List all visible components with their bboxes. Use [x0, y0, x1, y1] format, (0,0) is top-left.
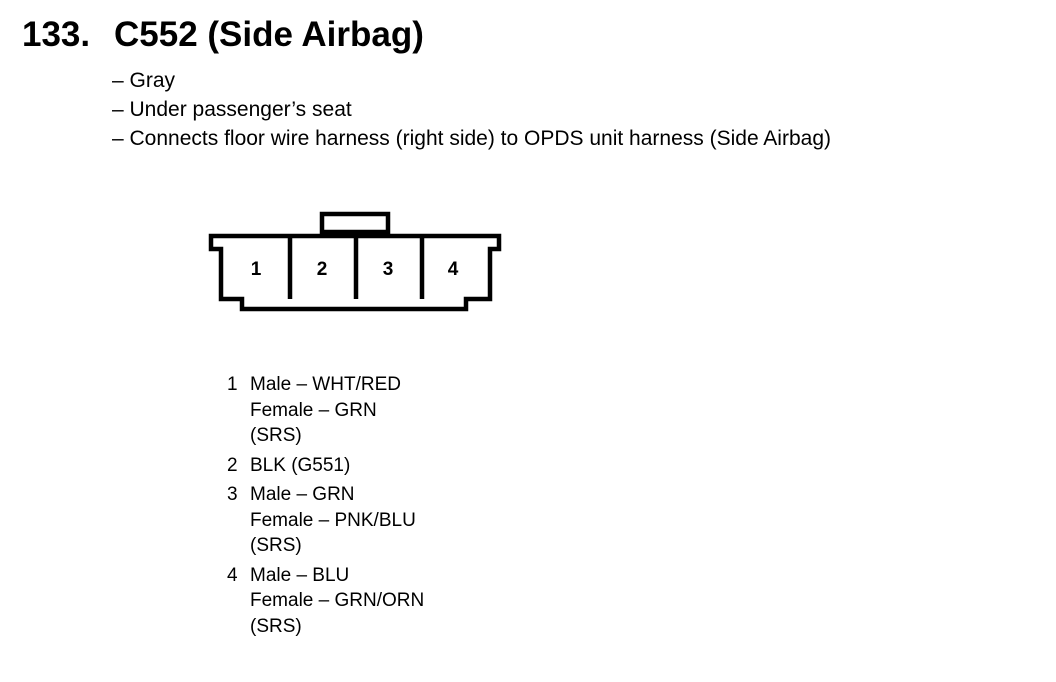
pin-circuit: (SRS) — [250, 615, 302, 637]
detail-color: – Gray — [112, 69, 176, 92]
pin-number: 4 — [227, 564, 238, 586]
connector-title: C552 (Side Airbag) — [114, 15, 424, 54]
cavity-label-3: 3 — [383, 259, 394, 280]
pin-entry-3: 3 Male – GRN Female – PNK/BLU (SRS) — [227, 482, 424, 559]
pinout-list: 1 Male – WHT/RED Female – GRN (SRS) 2 BL… — [227, 372, 424, 643]
pin-entry-4: 4 Male – BLU Female – GRN/ORN (SRS) — [227, 563, 424, 640]
pin-wire-male: Male – GRN — [250, 484, 355, 505]
pin-wire-female: Female – GRN/ORN — [250, 590, 425, 611]
pin-number: 2 — [227, 454, 238, 476]
connector-face-diagram: 1 2 3 4 — [208, 211, 502, 312]
connector-latch — [319, 211, 391, 235]
pin-circuit: (SRS) — [250, 535, 302, 556]
detail-connection: – Connects floor wire harness (right sid… — [112, 127, 831, 150]
pin-wire-male: Male – WHT/RED — [250, 374, 401, 395]
pin-number: 1 — [227, 374, 238, 395]
pin-entry-2: 2 BLK (G551) — [227, 453, 424, 479]
cavity-label-1: 1 — [251, 259, 262, 280]
pin-wire-female: Female – GRN — [250, 399, 377, 421]
cavity-label-2: 2 — [317, 259, 328, 280]
pin-wire: BLK (G551) — [250, 454, 351, 476]
cavity-label-4: 4 — [448, 259, 459, 280]
pin-circuit: (SRS) — [250, 425, 302, 446]
connector-index: 133. — [22, 15, 91, 54]
pin-number: 3 — [227, 484, 238, 505]
connector-details: – Gray – Under passenger’s seat – Connec… — [112, 66, 831, 153]
page-title: 133. C552 (Side Airbag) — [22, 14, 424, 56]
pin-entry-1: 1 Male – WHT/RED Female – GRN (SRS) — [227, 372, 424, 449]
detail-location: – Under passenger’s seat — [112, 98, 352, 121]
pin-wire-male: Male – BLU — [250, 564, 350, 586]
pin-wire-female: Female – PNK/BLU — [250, 509, 416, 531]
